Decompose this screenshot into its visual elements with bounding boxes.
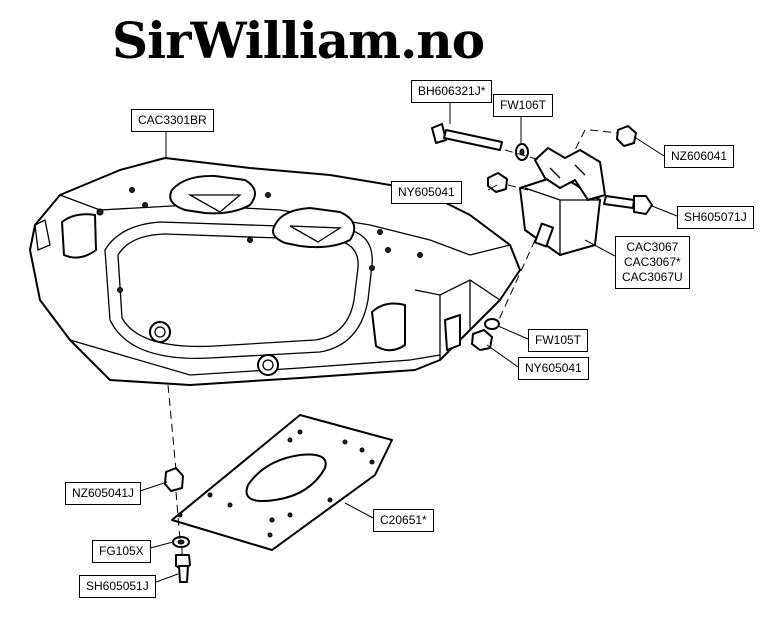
label-nz605041j: NZ605041J <box>65 482 142 505</box>
label-fg105x: FG105X <box>92 540 151 563</box>
crossmember-drawing <box>29 157 521 386</box>
label-c20651: C20651* <box>373 509 434 532</box>
label-cac3067-line-3: CAC3067U <box>622 270 683 284</box>
mounting-plate-drawing <box>171 414 393 551</box>
label-cac3067: CAC3067 CAC3067* CAC3067U <box>615 236 690 289</box>
engine-mount-drawing <box>519 147 606 256</box>
label-cac3067-line-1: CAC3067 <box>626 240 679 254</box>
label-ny605041-bottom: NY605041 <box>518 357 589 380</box>
label-bh606321j: BH606321J* <box>411 80 493 103</box>
label-cac3301br: CAC3301BR <box>131 109 214 132</box>
assembly-lines <box>167 129 619 556</box>
fasteners-drawing <box>164 123 653 583</box>
label-fw105t: FW105T <box>528 329 589 352</box>
label-ny605041-top: NY605041 <box>391 181 462 204</box>
label-fw106t: FW106T <box>493 94 554 117</box>
label-nz606041: NZ606041 <box>664 145 735 168</box>
label-sh605051j: SH605051J <box>79 575 156 598</box>
label-sh605071j: SH605071J <box>677 206 754 229</box>
label-cac3067-line-2: CAC3067* <box>624 255 681 269</box>
brand-logo: SirWilliam.no <box>112 11 485 70</box>
